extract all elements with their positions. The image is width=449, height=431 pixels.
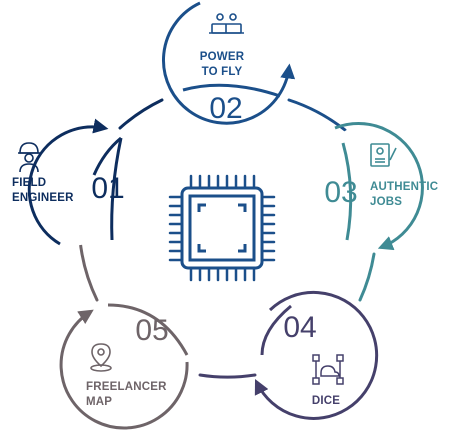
power-to-fly-label-1: POWER <box>200 51 245 63</box>
ring-segment-02-03 <box>287 98 347 132</box>
number-02: 02 <box>209 92 242 125</box>
node-dice: 04 DICE <box>254 290 384 425</box>
field-engineer-label-2: ENGINEER <box>12 192 74 204</box>
resume-document-icon <box>370 143 397 167</box>
engineer-icon <box>18 142 40 173</box>
power-to-fly-label-2: TO FLY <box>202 66 243 78</box>
authentic-jobs-label-1: AUTHENTIC <box>370 181 438 193</box>
field-engineer-label-1: FIELD <box>12 177 46 189</box>
dice-label-1: DICE <box>312 395 340 407</box>
ring-segment-04-05 <box>198 373 257 379</box>
collaboration-icon <box>209 13 244 34</box>
number-03: 03 <box>324 176 357 209</box>
node-authentic-jobs: 03 AUTHENTIC JOBS <box>316 121 442 251</box>
cloud-network-icon <box>312 354 344 385</box>
number-05: 05 <box>135 314 168 347</box>
cpu-chip-icon <box>168 174 276 282</box>
ring-segment-01-02 <box>118 98 164 130</box>
ring-segment-05-01 <box>78 238 99 302</box>
freelancer-map-label-2: MAP <box>86 396 112 408</box>
map-pin-icon <box>90 343 112 372</box>
node-power-to-fly: POWER TO FLY 02 <box>161 0 296 125</box>
number-04: 04 <box>283 311 316 344</box>
freelancer-map-label-1: FREELANCER <box>86 381 167 393</box>
node-field-engineer: FIELD ENGINEER 01 <box>7 118 133 246</box>
node-freelancer-map: 05 FREELANCER MAP <box>59 299 189 430</box>
number-01: 01 <box>91 172 124 205</box>
authentic-jobs-label-2: JOBS <box>370 196 402 208</box>
ring-segment-03-04 <box>358 252 376 302</box>
